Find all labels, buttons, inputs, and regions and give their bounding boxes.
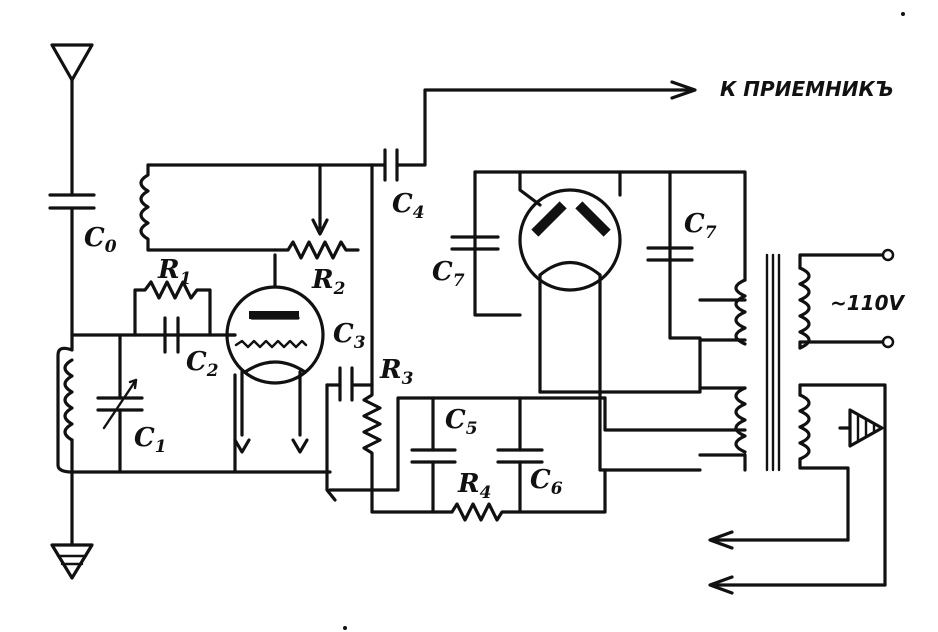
wire-rect-top [473, 170, 747, 282]
capacitor-c5 [410, 396, 457, 514]
label-c6: C6 [530, 465, 563, 499]
stray-dot [901, 12, 905, 16]
resistor-r1 [133, 280, 212, 337]
terminal-top [881, 248, 895, 262]
capacitor-c2 [163, 316, 180, 354]
wire-filament-a [538, 338, 702, 394]
wire-filter-bottom [328, 488, 447, 514]
wire-rect-right [668, 170, 702, 340]
label-r1: R1 [157, 255, 191, 289]
ground-icon [50, 470, 94, 580]
wire-ct [603, 396, 747, 432]
terminal-bottom [881, 335, 895, 349]
label-c4: C4 [392, 189, 425, 223]
label-c2: C2 [186, 347, 219, 381]
label-c3: C3 [333, 319, 366, 353]
label-r2: R2 [311, 265, 346, 299]
capacitor-c7-left [450, 235, 500, 251]
transformer-icon [698, 253, 887, 587]
label-c5: C5 [445, 405, 478, 439]
label-r4: R4 [457, 469, 491, 503]
capacitor-c1-variable [96, 333, 144, 474]
resistor-r3 [362, 383, 382, 492]
ground-icon [838, 408, 884, 448]
capacitor-c4 [383, 80, 697, 182]
resistor-r2 [273, 163, 360, 260]
antenna-icon [50, 43, 94, 197]
vacuum-tube-icon [225, 253, 325, 474]
stray-dot [343, 626, 347, 630]
capacitor-c7-right [646, 246, 694, 262]
arrow-icon [708, 530, 887, 595]
mains-label: ~110V [830, 291, 906, 315]
resistor-r4 [443, 468, 607, 522]
plate-coil [139, 163, 387, 252]
capacitor-c6 [496, 396, 544, 514]
rectifier-tube-icon [518, 170, 622, 394]
capacitor-c0 [48, 193, 96, 337]
wire-rect-left [473, 170, 522, 317]
wire-filament-b [598, 390, 702, 472]
label-c7a: C7 [432, 257, 465, 291]
label-c1: C1 [134, 423, 167, 457]
label-c7b: C7 [684, 209, 717, 243]
capacitor-c3 [325, 366, 374, 502]
label-r3: R3 [379, 355, 414, 389]
wire-filter-top [370, 396, 607, 492]
label-c0: C0 [84, 223, 117, 257]
output-label: К ПРИЕМНИКЪ [720, 77, 894, 101]
input-coil [56, 333, 74, 474]
